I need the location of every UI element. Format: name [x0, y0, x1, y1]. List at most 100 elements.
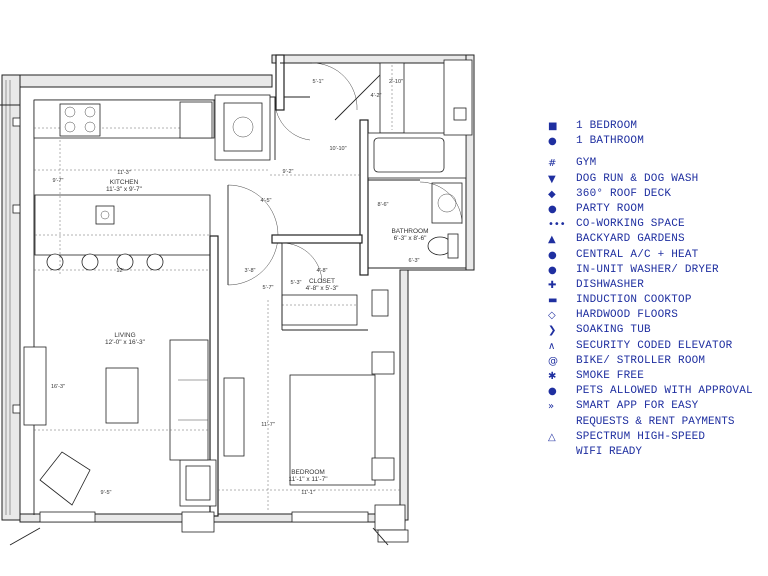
dim-kitchen-width: 11'-3" — [117, 170, 131, 176]
legend-item: ▼ DOG RUN & DOG WASH — [548, 173, 768, 188]
diamond-outline-icon: ◇ — [548, 310, 556, 322]
tv-console — [23, 346, 47, 426]
kitchen-size: 11'-3" x 9'-7" — [106, 186, 143, 193]
pet-icon: ● — [548, 386, 557, 398]
legend-item: ▬INDUCTION COOKTOP — [548, 294, 768, 309]
bathroom-size: 6'-3" x 8'-6" — [394, 235, 427, 242]
bedroom-label: BEDROOM — [291, 469, 325, 476]
legend-item-label: SMART APP FOR EASY — [576, 400, 699, 413]
legend-item-label: BACKYARD GARDENS — [576, 233, 685, 246]
dim-top-closet-small: 2'-10" — [389, 79, 403, 85]
legend-item-label: PETS ALLOWED WITH APPROVAL — [576, 385, 753, 398]
dim-top-closet-width: 5'-1" — [313, 79, 324, 85]
legend-item-label: IN-UNIT WASHER/ DRYER — [576, 263, 719, 276]
lounge-chair — [39, 451, 91, 506]
legend-item-label: SECURITY CODED ELEVATOR — [576, 339, 733, 352]
living-size: 12'-0" x 16'-3" — [105, 339, 146, 346]
legend-item: ● IN-UNIT WASHER/ DRYER — [548, 264, 768, 279]
bathroom-vanity — [431, 182, 463, 224]
legend-item: @ BIKE/ STROLLER ROOM — [548, 355, 768, 370]
dim-foyer-c: 5'-7" — [263, 285, 274, 291]
dim-living-width: 12' — [116, 268, 123, 274]
square-icon: ■ — [548, 121, 558, 132]
diamond-icon: ◆ — [548, 188, 556, 200]
circle-icon: ● — [548, 264, 557, 276]
legend-item-label: HARDWOOD FLOORS — [576, 309, 679, 322]
legend-item-label: DOG RUN & DOG WASH — [576, 172, 699, 185]
legend-item-label: CO-WORKING SPACE — [576, 218, 685, 231]
legend-item: ❯ SOAKING TUB — [548, 324, 768, 339]
bed — [289, 374, 376, 486]
double-chevron-icon: » — [548, 401, 555, 413]
legend-item-label: INDUCTION COOKTOP — [576, 294, 692, 307]
dim-hall-depth: 10'-10" — [329, 146, 346, 152]
plus-icon: ✚ — [548, 279, 557, 291]
exterior-wall-top — [19, 74, 273, 88]
floor-plan: KITCHEN 11'-3" x 9'-7" LIVING 12'-0" x 1… — [0, 54, 475, 546]
legend-item-label-continued: REQUESTS & RENT PAYMENTS — [576, 415, 735, 428]
legend-item: ● 1 BATHROOM — [548, 135, 768, 150]
gym-icon: # — [548, 158, 557, 170]
drop-icon: ● — [548, 136, 557, 148]
dim-closet-a: 4'-8" — [317, 268, 328, 274]
interior-wall-hall — [359, 119, 369, 276]
closet-label: CLOSET — [309, 278, 335, 285]
dim-bath-width: 6'-3" — [409, 258, 420, 264]
dresser — [223, 377, 245, 457]
legend-item-label: SMOKE FREE — [576, 370, 645, 382]
legend-item-label: 1 BEDROOM — [576, 120, 638, 132]
dots-icon: ••• — [548, 219, 566, 231]
legend-item: ◆ 360° ROOF DECK — [548, 188, 768, 203]
legend-item: ■ 1 BEDROOM — [548, 120, 768, 135]
at-icon: @ — [548, 355, 558, 367]
legend-item-label: SOAKING TUB — [576, 324, 651, 337]
legend-item-label: PARTY ROOM — [576, 202, 645, 215]
legend-item-label: DISHWASHER — [576, 278, 645, 291]
exterior-wall-top-right — [271, 54, 473, 64]
legend-item: » SMART APP FOR EASY — [548, 400, 768, 415]
legend-item-label: GYM — [576, 157, 597, 170]
coffee-table — [105, 367, 139, 424]
legend-item: ▲ BACKYARD GARDENS — [548, 233, 768, 248]
legend-item: △ SPECTRUM HIGH-SPEED — [548, 431, 768, 446]
chevron-right-icon: ❯ — [548, 325, 557, 337]
sink — [95, 205, 115, 225]
legend-item-label-continued: WIFI READY — [576, 445, 643, 458]
drop-icon: ● — [548, 249, 557, 261]
legend-item: ◇ HARDWOOD FLOORS — [548, 309, 768, 324]
closet-size: 4'-8" x 5'-3" — [306, 285, 339, 292]
living-label: LIVING — [114, 332, 135, 339]
closet-shelf — [281, 294, 358, 326]
legend-item: # GYM — [548, 157, 768, 172]
legend-item-label: SPECTRUM HIGH-SPEED — [576, 430, 706, 443]
dim-top-closet-depth: 4'-2" — [371, 93, 382, 99]
bucket-icon: ▼ — [548, 173, 556, 185]
legend-item: ••• CO-WORKING SPACE — [548, 218, 768, 233]
bathroom-label: BATHROOM — [391, 228, 428, 235]
legend-item: ● PARTY ROOM — [548, 203, 768, 218]
bedroom-size: 11'-1" x 11'-7" — [288, 476, 328, 483]
kitchen-island — [34, 194, 211, 256]
legend-item-label: 1 BATHROOM — [576, 135, 645, 148]
sofa — [169, 339, 209, 461]
legend-item-label: 360° ROOF DECK — [576, 187, 672, 200]
dim-closet-b: 5'-3" — [291, 280, 302, 286]
asterisk-icon: ✱ — [548, 371, 557, 382]
caret-up-icon: ∧ — [548, 340, 556, 352]
legend-item: ∧ SECURITY CODED ELEVATOR — [548, 340, 768, 355]
dim-foyer-b: 3'-8" — [245, 268, 256, 274]
dim-foyer-a: 4'-5" — [261, 198, 272, 204]
party-icon: ● — [548, 203, 557, 215]
legend-item: ● CENTRAL A/C + HEAT — [548, 249, 768, 264]
dim-kitchen-depth: 9'-7" — [53, 178, 64, 184]
triangle-outline-icon: △ — [548, 431, 556, 443]
dim-bedroom-depth: 11'-7" — [261, 422, 275, 428]
amenities-legend: ■ 1 BEDROOM ● 1 BATHROOM # GYM ▼ DOG RUN & DOG … — [548, 120, 768, 461]
dim-bath-depth: 8'-6" — [378, 202, 389, 208]
triangle-icon: ▲ — [548, 234, 556, 246]
kitchen-label: KITCHEN — [110, 179, 139, 186]
dim-hall-width: 9'-2" — [283, 169, 294, 175]
legend-item-label: CENTRAL A/C + HEAT — [576, 248, 699, 261]
exterior-wall-left — [1, 74, 21, 521]
legend-item-label: BIKE/ STROLLER ROOM — [576, 354, 706, 367]
